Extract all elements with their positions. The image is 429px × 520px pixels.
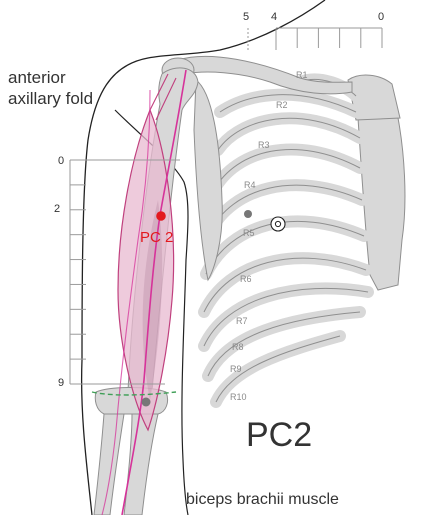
rib-label-r7: R7 (236, 316, 248, 326)
pc2-acupoint-marker (156, 211, 166, 221)
rib-10-edge (215, 335, 341, 403)
biceps-brachii-label: biceps brachii muscle (186, 491, 339, 508)
rib-9-edge (207, 311, 361, 377)
rib-cage (198, 73, 374, 408)
body-outline (80, 0, 326, 516)
scale-label-bottom: 9 (58, 377, 64, 389)
horizontal-measuring-scale (247, 27, 383, 52)
rib-4-edge (213, 149, 361, 191)
rib-label-r5: R5 (243, 228, 255, 238)
radius-bone (93, 413, 125, 516)
biceps-inner-shade (142, 200, 163, 400)
anterior-axillary-fold-label-line2: axillary fold (8, 89, 93, 108)
chest-point-marker (244, 210, 252, 218)
rib-label-r6: R6 (240, 274, 252, 284)
nipple-ring-inner (274, 220, 282, 228)
nipple-ring-outer (270, 216, 286, 232)
ulna-bone (123, 413, 159, 516)
meridian-branch (101, 89, 151, 516)
rib-label-r4: R4 (244, 180, 256, 190)
elbow-crease-line (91, 391, 177, 396)
sternum (357, 117, 406, 291)
biceps-tendon (149, 73, 177, 121)
rib-label-r3: R3 (258, 140, 270, 150)
hscale-label-0: 0 (378, 11, 384, 23)
rib-label-r1: R1 (296, 70, 308, 80)
scapula (193, 79, 223, 282)
horizontal-scale-ticks (275, 28, 383, 48)
anterior-axillary-fold-label-line1: anterior (8, 68, 66, 87)
biceps-brachii-muscle (117, 108, 175, 432)
rib-label-r10: R10 (230, 392, 247, 402)
hscale-label-4: 4 (271, 11, 277, 23)
scale-label-top: 0 (58, 155, 64, 167)
vertical-scale-ticks (70, 159, 86, 385)
rib-7-edge (203, 257, 367, 313)
rib-2-edge (219, 94, 357, 113)
rib-label-r8: R8 (232, 342, 244, 352)
clavicle (177, 55, 353, 95)
pericardium-meridian (121, 69, 187, 516)
rib-8-edge (203, 287, 369, 347)
pc2-point-label: PC 2 (140, 229, 173, 246)
rib-label-r9: R9 (230, 364, 242, 374)
elbow-point-marker (141, 397, 151, 407)
diagram-title: PC2 (246, 416, 312, 454)
rib-label-r2: R2 (276, 100, 288, 110)
rib-3-edge (217, 117, 361, 151)
scale-label-mid: 2 (54, 203, 60, 215)
hscale-label-5: 5 (243, 11, 249, 23)
